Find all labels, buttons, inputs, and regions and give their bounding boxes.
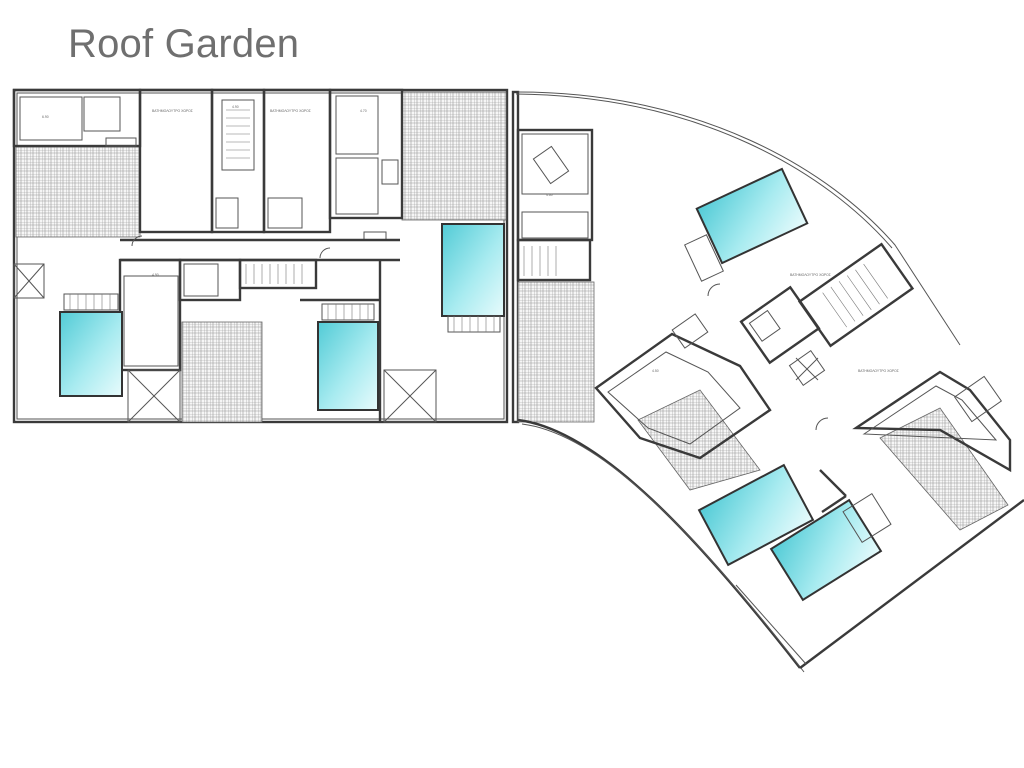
room-label: ΒΑΤΗΜΟΛΟΥΤΡΟ ΧΩΡΟΣ: [858, 369, 899, 373]
middle-building: 4.60: [511, 90, 595, 424]
dimension-label: 4.50: [652, 369, 659, 373]
dimension-label: 4.70: [360, 109, 367, 113]
curved-wing: ΒΑΤΗΜΟΛΟΥΤΡΟ ΧΩΡΟΣ ΒΑΤΗΜΟΛΟΥΤΡΟ ΧΩΡΟΣ 4.…: [515, 91, 1024, 673]
swimming-pool: [695, 167, 809, 265]
dimension-label: 4.90: [232, 105, 239, 109]
deck-terrace: [517, 281, 595, 423]
left-building: ΒΑΤΗΜΟΛΟΥΤΡΟ ΧΩΡΟΣ ΒΑΤΗΜΟΛΟΥΤΡΟ ΧΩΡΟΣ 6.…: [12, 88, 509, 424]
deck-terrace: [879, 407, 1009, 531]
room-label: ΒΑΤΗΜΟΛΟΥΤΡΟ ΧΩΡΟΣ: [152, 109, 193, 113]
room-label: ΒΑΤΗΜΟΛΟΥΤΡΟ ΧΩΡΟΣ: [790, 273, 831, 277]
swimming-pool: [441, 223, 505, 317]
dimension-label: 6.90: [42, 115, 49, 119]
swimming-pool: [769, 498, 883, 602]
deck-terrace: [401, 91, 507, 221]
swimming-pool: [317, 321, 379, 411]
dimension-label: 4.60: [546, 193, 553, 197]
swimming-pool: [59, 311, 123, 397]
swimming-pool: [697, 463, 815, 567]
deck-terrace: [637, 389, 761, 491]
page-title: Roof Garden: [68, 22, 300, 66]
room-label: ΒΑΤΗΜΟΛΟΥΤΡΟ ΧΩΡΟΣ: [270, 109, 311, 113]
dimension-label: 4.90: [152, 273, 159, 277]
deck-terrace: [15, 146, 141, 238]
deck-terrace: [181, 321, 263, 423]
